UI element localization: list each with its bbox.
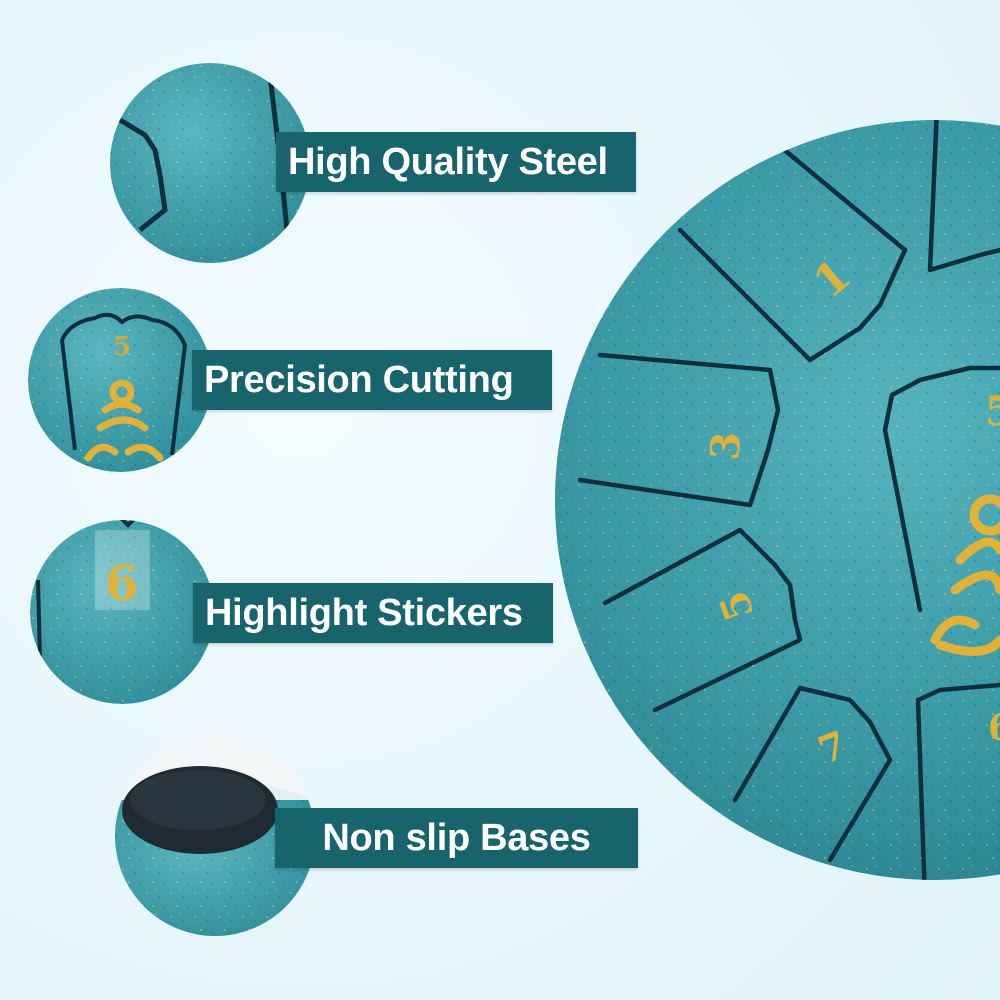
- tongue-bottom-right-side: [915, 697, 928, 880]
- zoom-cutting: 5: [28, 288, 212, 472]
- zoom-stickers: 6: [30, 520, 214, 704]
- tongue-3-cut: [577, 352, 781, 508]
- tongue-number-bottom-right: 6: [988, 707, 1000, 749]
- tongue-bottom-right-cut: [915, 682, 1000, 703]
- zoom-number-6: 6: [105, 556, 138, 612]
- lotus-meditation-icon: [930, 494, 1000, 656]
- zoom-number-5: 5: [113, 332, 131, 362]
- feature-label-steel: High Quality Steel: [276, 132, 636, 192]
- tongue-5-cut: [602, 527, 803, 713]
- zoom-steel: [110, 63, 310, 263]
- main-drum: 1 3 5 7 5 6: [555, 120, 1000, 880]
- zoom-base: [115, 736, 315, 936]
- tongue-top-cut: [927, 120, 1000, 273]
- clear-sticker: [95, 530, 150, 610]
- feature-label-bases: Non slip Bases: [275, 808, 638, 868]
- center-tongue-cut: [882, 365, 1000, 613]
- tongue-7-cut: [732, 685, 893, 863]
- tongue-number-center: 5: [985, 388, 1000, 435]
- tongue-number-3: 3: [701, 430, 750, 462]
- lotus-meditation-icon-zoom: [84, 379, 164, 462]
- tongue-1-cut: [677, 135, 908, 363]
- drum-speckle-texture: [555, 120, 1000, 880]
- feature-label-cutting: Precision Cutting: [192, 350, 552, 410]
- feature-label-stickers: Highlight Stickers: [193, 583, 553, 643]
